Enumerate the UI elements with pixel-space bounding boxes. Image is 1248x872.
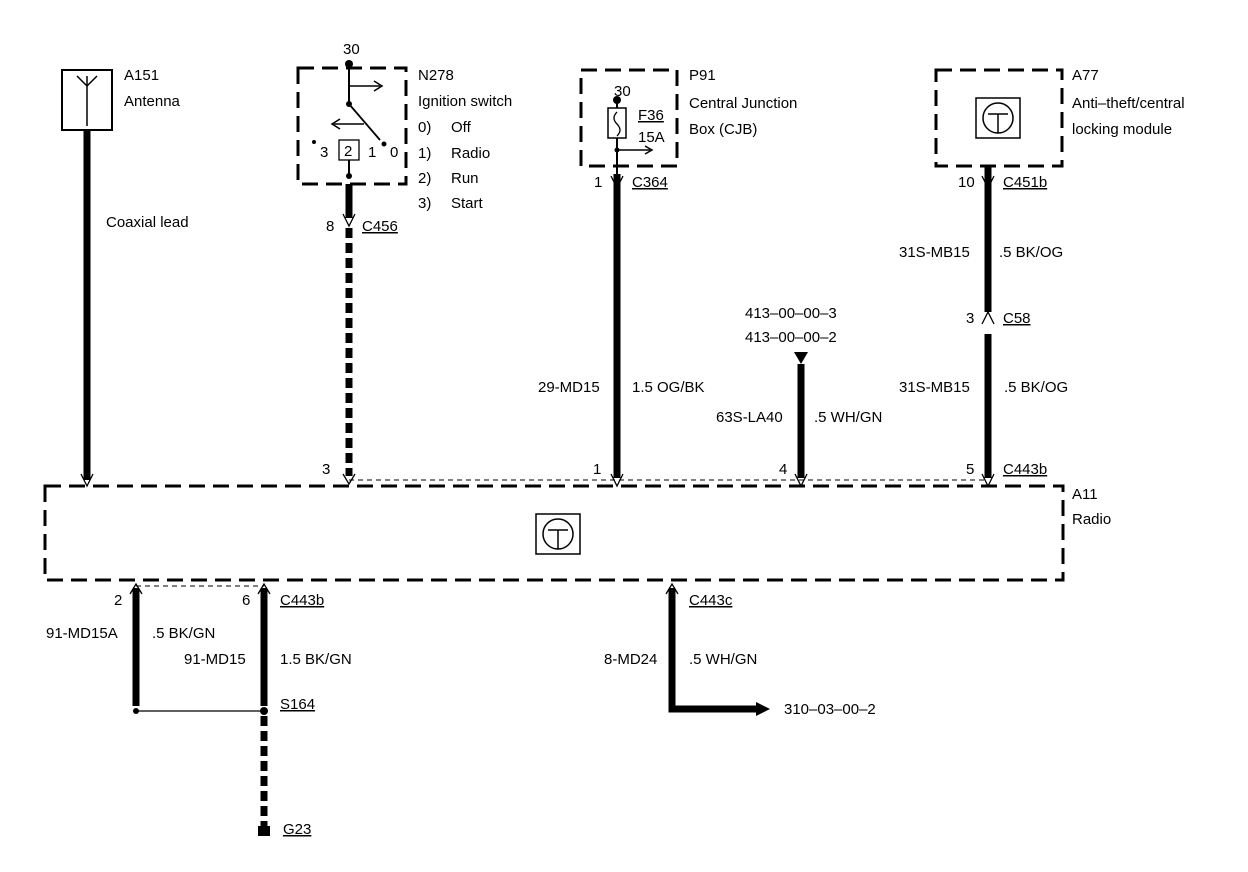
module-wire: 10 C451b 31S-MB15 .5 BK/OG 3 C58 31S-MB1… (899, 166, 1068, 488)
ref-1: 413–00–00–3 (745, 305, 837, 322)
ignition-terminal-30: 30 (343, 41, 360, 58)
cjb-terminal-30: 30 (614, 83, 631, 100)
antenna-icon (76, 75, 98, 126)
cjb-name-line1: Central Junction (689, 95, 797, 112)
ignition-id: N278 (418, 67, 454, 84)
ground-icon (258, 826, 270, 836)
module-spec-lower: .5 BK/OG (1004, 379, 1068, 396)
module-name-line2: locking module (1072, 121, 1172, 138)
module-pin-bottom: 5 (966, 461, 974, 478)
gnd-b-pin: 6 (242, 592, 250, 609)
ignition-contact-1: 1 (368, 144, 376, 161)
gnd-b-splice: S164 (280, 696, 315, 713)
ignition-pin-top: 8 (326, 218, 334, 235)
cjb-fuse: F36 (638, 107, 664, 124)
module-connector-bottom: C443b (1003, 461, 1047, 478)
antenna-id: A151 (124, 67, 159, 84)
gnd-b-circuit: 91-MD15 (184, 651, 246, 668)
ignition-pos-3-num: 3) (418, 195, 431, 212)
ignition-pos-0-label: Off (451, 119, 472, 136)
ignition-pos-3-label: Start (451, 195, 484, 212)
ignition-pin-bottom: 3 (322, 461, 330, 478)
electronic-module-icon (975, 97, 1021, 139)
antenna-component: A151 Antenna (61, 67, 181, 131)
cjb-circuit: 29-MD15 (538, 379, 600, 396)
module-connector-top: C451b (1003, 174, 1047, 191)
output-wire: C443c 8-MD24 .5 WH/GN 310–03–00–2 (604, 582, 876, 718)
ignition-switch-component: 30 3 2 1 0 N278 Ignition switch 0) Off 1… (296, 41, 512, 212)
gnd-b-spec: 1.5 BK/GN (280, 651, 352, 668)
out-spec: .5 WH/GN (689, 651, 757, 668)
ground-wire-a: 2 91-MD15A .5 BK/GN (46, 582, 264, 714)
radio-id: A11 (1072, 486, 1098, 503)
ignition-pos-0-num: 0) (418, 119, 431, 136)
ref-pin-bottom: 4 (779, 461, 787, 478)
module-pin-top: 10 (958, 174, 975, 191)
ignition-contact-2: 2 (344, 143, 352, 160)
cjb-component: 30 F36 15A P91 Central Junction Box (CJB… (579, 67, 797, 174)
coaxial-lead-label: Coaxial lead (106, 214, 189, 231)
antenna-name: Antenna (124, 93, 181, 110)
module-connector-mid: C58 (1003, 310, 1031, 327)
module-name-line1: Anti–theft/central (1072, 95, 1185, 112)
gnd-a-circuit: 91-MD15A (46, 625, 118, 642)
ignition-pos-2-num: 2) (418, 170, 431, 187)
cjb-fuse-rating: 15A (638, 129, 665, 146)
cjb-feed-wire: 1 C364 29-MD15 1.5 OG/BK 1 (538, 174, 705, 488)
radio-name: Radio (1072, 511, 1111, 528)
gnd-b-ground: G23 (283, 821, 311, 838)
cjb-pin-top: 1 (594, 174, 602, 191)
out-circuit: 8-MD24 (604, 651, 657, 668)
ref-spec: .5 WH/GN (814, 409, 882, 426)
out-connector: C443c (689, 592, 733, 609)
ref-2: 413–00–00–2 (745, 329, 837, 346)
ignition-feed-wire: 8 C456 3 (322, 184, 398, 486)
ignition-contact-3: 3 (320, 144, 328, 161)
module-spec-upper: .5 BK/OG (999, 244, 1063, 261)
radio-component: A11 Radio (43, 484, 1111, 582)
gnd-a-spec: .5 BK/GN (152, 625, 215, 642)
electronic-module-icon (535, 513, 581, 555)
ignition-pos-2-label: Run (451, 170, 479, 187)
ignition-name: Ignition switch (418, 93, 512, 110)
cjb-id: P91 (689, 67, 716, 84)
cjb-name-line2: Box (CJB) (689, 121, 757, 138)
cjb-spec: 1.5 OG/BK (632, 379, 705, 396)
gnd-a-pin: 2 (114, 592, 122, 609)
ref-wire: 413–00–00–3 413–00–00–2 63S-LA40 .5 WH/G… (716, 305, 882, 488)
coaxial-lead-wire: Coaxial lead (80, 130, 189, 488)
ignition-pos-1-num: 1) (418, 145, 431, 162)
module-pin-mid: 3 (966, 310, 974, 327)
module-circuit-lower: 31S-MB15 (899, 379, 970, 396)
gnd-b-connector: C443b (280, 592, 324, 609)
ignition-pos-1-label: Radio (451, 145, 490, 162)
anti-theft-module-component: A77 Anti–theft/central locking module (934, 67, 1185, 168)
module-circuit-upper: 31S-MB15 (899, 244, 970, 261)
out-ref: 310–03–00–2 (784, 701, 876, 718)
ref-circuit: 63S-LA40 (716, 409, 783, 426)
ignition-contact-0: 0 (390, 144, 398, 161)
cjb-connector-top: C364 (632, 174, 668, 191)
cjb-pin-bottom: 1 (593, 461, 601, 478)
module-id: A77 (1072, 67, 1099, 84)
ignition-connector-top: C456 (362, 218, 398, 235)
ground-wire-b: 6 C443b 91-MD15 1.5 BK/GN S164 G23 (184, 582, 352, 838)
